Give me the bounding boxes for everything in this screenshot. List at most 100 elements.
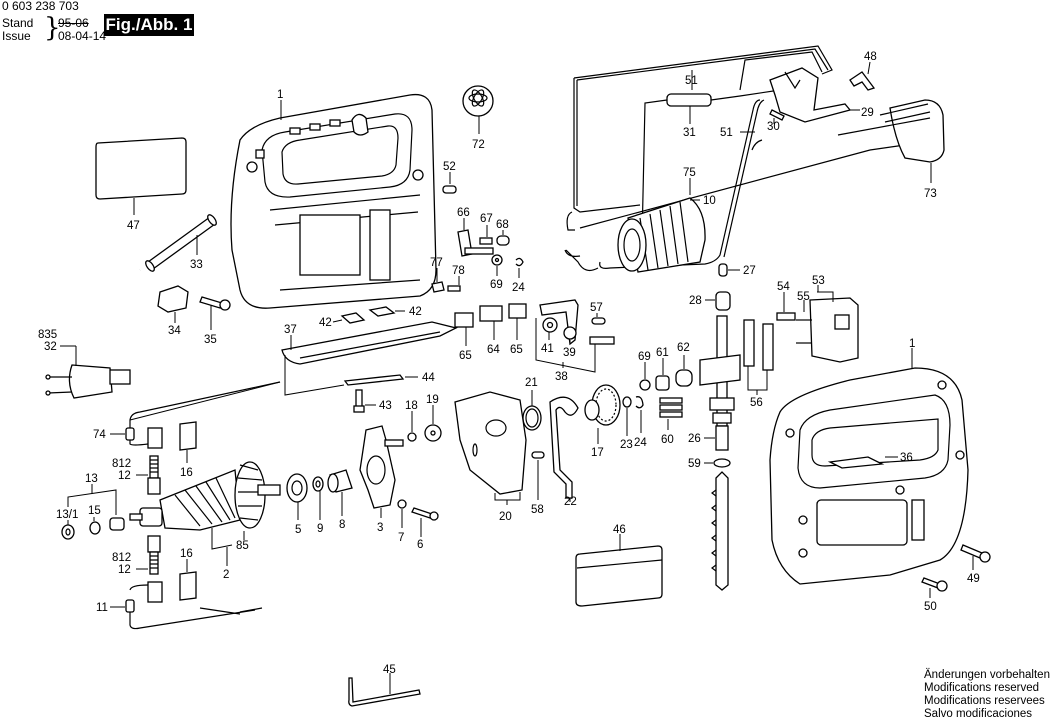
- screw-78: [447, 285, 461, 292]
- part-label: 56: [750, 397, 763, 409]
- connector-11: [125, 599, 135, 613]
- part-label: 6: [417, 539, 423, 551]
- brush-holder: [147, 581, 163, 603]
- logo-badge-72: [462, 85, 494, 117]
- part-label: 42: [319, 317, 332, 329]
- part-label: 26: [688, 433, 701, 445]
- part-27: [718, 263, 728, 277]
- modifications-note: Änderungen vorbehalten Modifications res…: [924, 669, 1050, 721]
- guide-56: [743, 319, 755, 367]
- part-label: 27: [743, 265, 756, 277]
- part-label: 61: [656, 347, 669, 359]
- part-label: 67: [480, 213, 493, 225]
- note-line: Modifications reserved: [924, 682, 1040, 694]
- document-number: 0 603 238 703: [2, 0, 79, 13]
- part-label: 33: [190, 259, 203, 271]
- stand-label: Stand: [2, 16, 34, 30]
- part-label: 20: [499, 511, 512, 523]
- guide-56: [762, 323, 774, 371]
- note-line: Salvo modificaciones: [924, 708, 1033, 720]
- part-label: 36: [900, 452, 913, 464]
- stand-value: 95-06: [58, 16, 89, 30]
- brush-spring-12: [149, 455, 159, 479]
- part-label: 22: [564, 496, 577, 508]
- part-label: 78: [452, 265, 465, 277]
- part-label: 69: [638, 351, 651, 363]
- nameplate-47: [95, 137, 187, 200]
- part-label: 47: [127, 220, 140, 232]
- power-cable: [69, 269, 162, 379]
- part-label: 30: [767, 121, 780, 133]
- screw-43: [355, 389, 363, 409]
- housing-left: [230, 93, 437, 309]
- screw-6: [411, 507, 433, 519]
- part-label: 37: [284, 324, 297, 336]
- spring: [589, 336, 615, 345]
- part-label: 16: [180, 467, 193, 479]
- clip-24: [635, 396, 644, 409]
- pin-57: [591, 317, 606, 325]
- carbon-brush: [147, 535, 161, 553]
- screw-35: [199, 296, 223, 309]
- roller-62: [675, 369, 693, 387]
- spring-67: [479, 237, 493, 245]
- part-label: 64: [487, 344, 500, 356]
- issue-value: 08-04-14: [58, 29, 107, 43]
- part-label: 13/1: [56, 509, 78, 521]
- part-label: 17: [591, 447, 604, 459]
- part-label: 60: [661, 434, 674, 446]
- nut-7: [397, 499, 407, 509]
- part-label: 34: [168, 325, 181, 337]
- part-77: [431, 281, 445, 293]
- washer-18: [407, 432, 417, 442]
- label-46: [575, 545, 663, 607]
- part-label: 16: [180, 548, 193, 560]
- pad-65: [508, 303, 527, 319]
- wire-51: [573, 45, 833, 213]
- carbon-brush: [147, 477, 161, 495]
- part-label: 59: [688, 458, 701, 470]
- part-label: 35: [204, 334, 217, 346]
- wire: [129, 381, 281, 428]
- part-label: 32: [44, 341, 57, 353]
- part-label: 812: [112, 552, 131, 564]
- saw-blade: [715, 471, 729, 591]
- gear-plate-20: [454, 391, 527, 495]
- plug-32: [45, 364, 131, 399]
- switch-29: [769, 67, 852, 123]
- part-label: 29: [861, 107, 874, 119]
- washer-23: [622, 396, 632, 408]
- part-label: 55: [797, 291, 810, 303]
- bearing-holder-3: [359, 425, 396, 509]
- yoke: [699, 354, 741, 386]
- spring-54: [776, 312, 796, 321]
- part-label: 2: [223, 569, 229, 581]
- part-44: [343, 374, 405, 386]
- needle-bearing-61: [655, 375, 670, 391]
- pinion-60: [659, 397, 683, 418]
- part-label: 51: [720, 127, 733, 139]
- brush-spring-12: [149, 551, 159, 575]
- part-label: 21: [525, 377, 538, 389]
- part-label: 48: [864, 51, 877, 63]
- housing-right: [769, 367, 969, 585]
- connector-74: [125, 427, 135, 441]
- wire-51: [599, 99, 761, 269]
- bearing-5: [286, 473, 308, 503]
- part-label: 69: [490, 279, 503, 291]
- part-label: 8: [339, 519, 345, 531]
- part-label: 49: [967, 573, 980, 585]
- sleeve-26: [715, 425, 729, 451]
- brace-icon: }: [44, 13, 61, 43]
- figure-label: Fig./Abb. 1: [104, 14, 194, 36]
- handle-cover-73: [889, 99, 945, 163]
- part-label: 73: [924, 188, 937, 200]
- part-label: 18: [405, 400, 418, 412]
- cap-68: [496, 235, 510, 246]
- part-label: 65: [459, 350, 472, 362]
- part-label: 31: [683, 127, 696, 139]
- bush-28: [715, 291, 731, 311]
- capacitor-31: [666, 93, 712, 107]
- bracket-39: [539, 299, 579, 346]
- washer-69: [639, 379, 651, 391]
